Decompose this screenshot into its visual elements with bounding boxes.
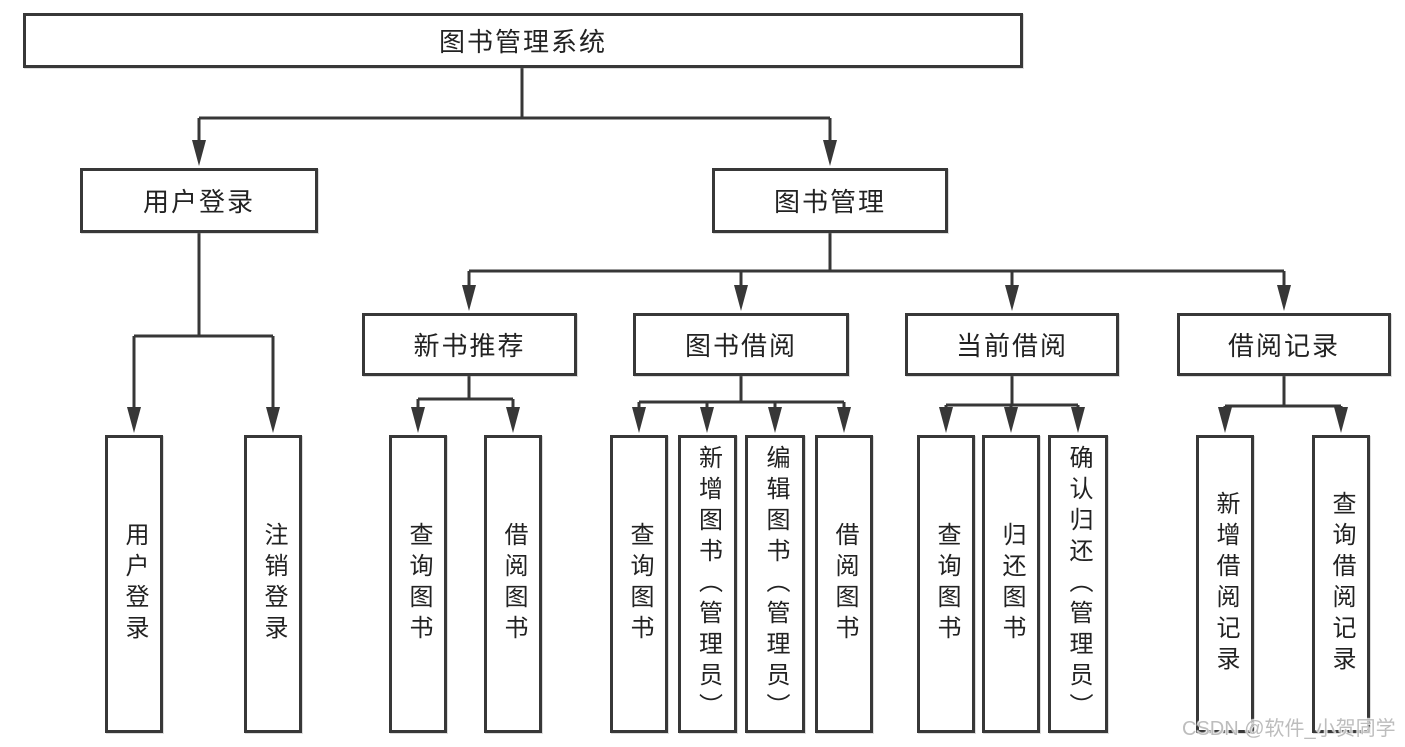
leaf-add-borrow-record-label: 新增借阅记录 [1212, 491, 1239, 677]
node-user-login: 用户登录 [80, 168, 318, 233]
leaf-add-book-admin-label: 新增图书（管理员） [694, 444, 722, 724]
leaf-confirm-return-admin: 确认归还（管理员） [1048, 435, 1108, 733]
leaf-add-book-admin: 新增图书（管理员） [678, 435, 737, 733]
leaf-add-borrow-record: 新增借阅记录 [1196, 435, 1254, 733]
leaf-return-book-label: 归还图书 [998, 522, 1025, 646]
leaf-logout: 注销登录 [244, 435, 302, 733]
node-borrow-records-label: 借阅记录 [1227, 331, 1340, 361]
node-current-borrow: 当前借阅 [905, 313, 1119, 376]
node-new-book-recommend-label: 新书推荐 [413, 331, 526, 361]
node-current-borrow-label: 当前借阅 [955, 331, 1068, 361]
leaf-query-book-borrow: 查询图书 [610, 435, 668, 733]
leaf-borrow-book-newbook-label: 借阅图书 [500, 522, 527, 646]
leaf-logout-label: 注销登录 [260, 522, 287, 646]
leaf-edit-book-admin-label: 编辑图书（管理员） [762, 444, 789, 724]
leaf-user-login: 用户登录 [105, 435, 163, 733]
leaf-confirm-return-admin-label: 确认归还（管理员） [1065, 444, 1092, 724]
leaf-borrow-book: 借阅图书 [815, 435, 873, 733]
node-new-book-recommend: 新书推荐 [362, 313, 577, 376]
leaf-query-borrow-record-label: 查询借阅记录 [1328, 491, 1355, 677]
leaf-borrow-book-newbook: 借阅图书 [484, 435, 542, 733]
node-root-label: 图书管理系统 [438, 27, 607, 57]
node-root: 图书管理系统 [23, 13, 1023, 68]
leaf-query-book-current: 查询图书 [917, 435, 975, 733]
node-user-login-label: 用户登录 [142, 187, 255, 217]
node-book-borrow: 图书借阅 [633, 313, 849, 376]
leaf-borrow-book-label: 借阅图书 [831, 522, 858, 646]
leaf-edit-book-admin: 编辑图书（管理员） [745, 435, 805, 733]
leaf-query-borrow-record: 查询借阅记录 [1312, 435, 1370, 733]
leaf-query-book-borrow-label: 查询图书 [626, 522, 653, 646]
leaf-user-login-label: 用户登录 [121, 522, 148, 646]
node-book-management: 图书管理 [712, 168, 948, 233]
node-book-management-label: 图书管理 [773, 187, 886, 217]
node-book-borrow-label: 图书借阅 [684, 331, 797, 361]
node-borrow-records: 借阅记录 [1177, 313, 1391, 376]
leaf-return-book: 归还图书 [982, 435, 1040, 733]
leaf-query-book-newbook-label: 查询图书 [405, 522, 432, 646]
leaf-query-book-current-label: 查询图书 [933, 522, 960, 646]
csdn-watermark: CSDN @软件_小贺同学 [1182, 718, 1396, 740]
arrowheads [127, 140, 1348, 433]
leaf-query-book-newbook: 查询图书 [389, 435, 447, 733]
